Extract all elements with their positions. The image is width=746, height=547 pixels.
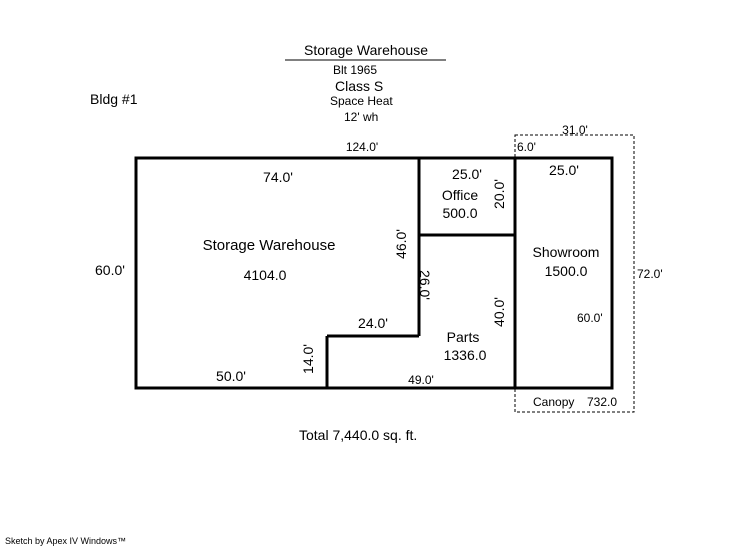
dim-office-side: 20.0': [490, 179, 507, 209]
header-class: Class S: [335, 78, 384, 94]
header-heat: Space Heat: [330, 94, 393, 108]
dim-bottom-parts: 49.0': [408, 373, 434, 387]
dim-left-side: 60.0': [95, 262, 125, 278]
total-area: Total 7,440.0 sq. ft.: [299, 427, 418, 443]
dim-showroom-top: 25.0': [549, 162, 579, 178]
area-storage-warehouse-name: Storage Warehouse: [202, 237, 336, 254]
dim-top-total: 124.0': [345, 140, 379, 154]
dim-office-top: 25.0': [452, 166, 482, 182]
area-office-value: 500.0: [442, 205, 478, 221]
area-canopy-value: 732.0: [587, 395, 618, 409]
dim-step-horizontal: 24.0': [358, 315, 388, 331]
dim-top-canopy: 31.0': [562, 123, 588, 137]
building-outline: [134, 156, 614, 390]
area-storage-warehouse-value: 4104.0: [243, 267, 287, 283]
dim-right-canopy: 72.0': [637, 267, 663, 281]
dim-warehouse-inner-vertical: 46.0': [392, 229, 409, 259]
header-built: Blt 1965: [333, 63, 378, 77]
building-label: Bldg #1: [90, 91, 138, 107]
dim-parts-inner-vertical: 26.0': [416, 270, 433, 300]
dim-step-vertical: 14.0': [299, 344, 316, 374]
dim-warehouse-top: 74.0': [263, 169, 293, 185]
canopy-outline: [514, 134, 635, 413]
area-showroom-name: Showroom: [532, 244, 600, 260]
area-canopy-name: Canopy: [533, 395, 575, 409]
footer-credit: Sketch by Apex IV Windows™: [5, 536, 127, 546]
area-parts-value: 1336.0: [443, 347, 487, 363]
dim-showroom-right: 60.0': [577, 311, 603, 325]
dim-bottom-left: 50.0': [216, 368, 246, 384]
dim-canopy-offset: 6.0': [517, 140, 536, 154]
header-title: Storage Warehouse: [304, 42, 428, 58]
header-wall-height: 12' wh: [344, 110, 379, 124]
dim-parts-right: 40.0': [490, 297, 507, 327]
area-parts-name: Parts: [446, 329, 480, 345]
area-showroom-value: 1500.0: [544, 263, 588, 279]
area-office-name: Office: [441, 187, 479, 203]
